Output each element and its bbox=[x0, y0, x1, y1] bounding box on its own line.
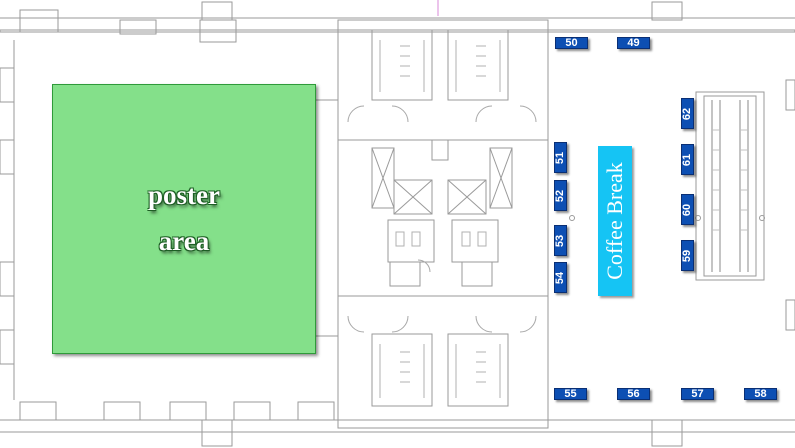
booth-53-number: 53 bbox=[554, 234, 567, 247]
booth-62[interactable]: 62 bbox=[681, 98, 694, 129]
coffee-break-area[interactable]: Coffee Break bbox=[598, 146, 632, 296]
booth-56-number: 56 bbox=[627, 388, 640, 400]
booth-57[interactable]: 57 bbox=[681, 388, 714, 400]
booth-60[interactable]: 60 bbox=[681, 194, 694, 225]
poster-area-label: poster area bbox=[52, 172, 316, 264]
booth-50[interactable]: 50 bbox=[555, 37, 588, 49]
booth-53[interactable]: 53 bbox=[554, 225, 567, 256]
booth-51-number: 51 bbox=[554, 151, 567, 164]
booth-52[interactable]: 52 bbox=[554, 180, 567, 211]
booth-58-number: 58 bbox=[754, 388, 767, 400]
booth-59[interactable]: 59 bbox=[681, 240, 694, 271]
booth-56[interactable]: 56 bbox=[617, 388, 650, 400]
coffee-break-label: Coffee Break bbox=[602, 162, 627, 280]
booth-57-number: 57 bbox=[691, 388, 704, 400]
booth-51[interactable]: 51 bbox=[554, 142, 567, 173]
booth-55[interactable]: 55 bbox=[554, 388, 587, 400]
booth-54[interactable]: 54 bbox=[554, 262, 567, 293]
booth-61[interactable]: 61 bbox=[681, 144, 694, 175]
booth-55-number: 55 bbox=[564, 388, 577, 400]
booth-50-number: 50 bbox=[565, 37, 578, 49]
poster-area[interactable] bbox=[52, 84, 316, 354]
poster-area-label-line2: area bbox=[158, 226, 210, 256]
booth-58[interactable]: 58 bbox=[744, 388, 777, 400]
booth-59-number: 59 bbox=[681, 249, 694, 262]
booth-62-number: 62 bbox=[681, 107, 694, 120]
booth-60-number: 60 bbox=[681, 203, 694, 216]
booth-54-number: 54 bbox=[554, 271, 567, 284]
booth-52-number: 52 bbox=[554, 189, 567, 202]
booth-49[interactable]: 49 bbox=[617, 37, 650, 49]
booth-61-number: 61 bbox=[681, 153, 694, 166]
booth-49-number: 49 bbox=[627, 37, 640, 49]
poster-area-label-line1: poster bbox=[148, 180, 220, 210]
